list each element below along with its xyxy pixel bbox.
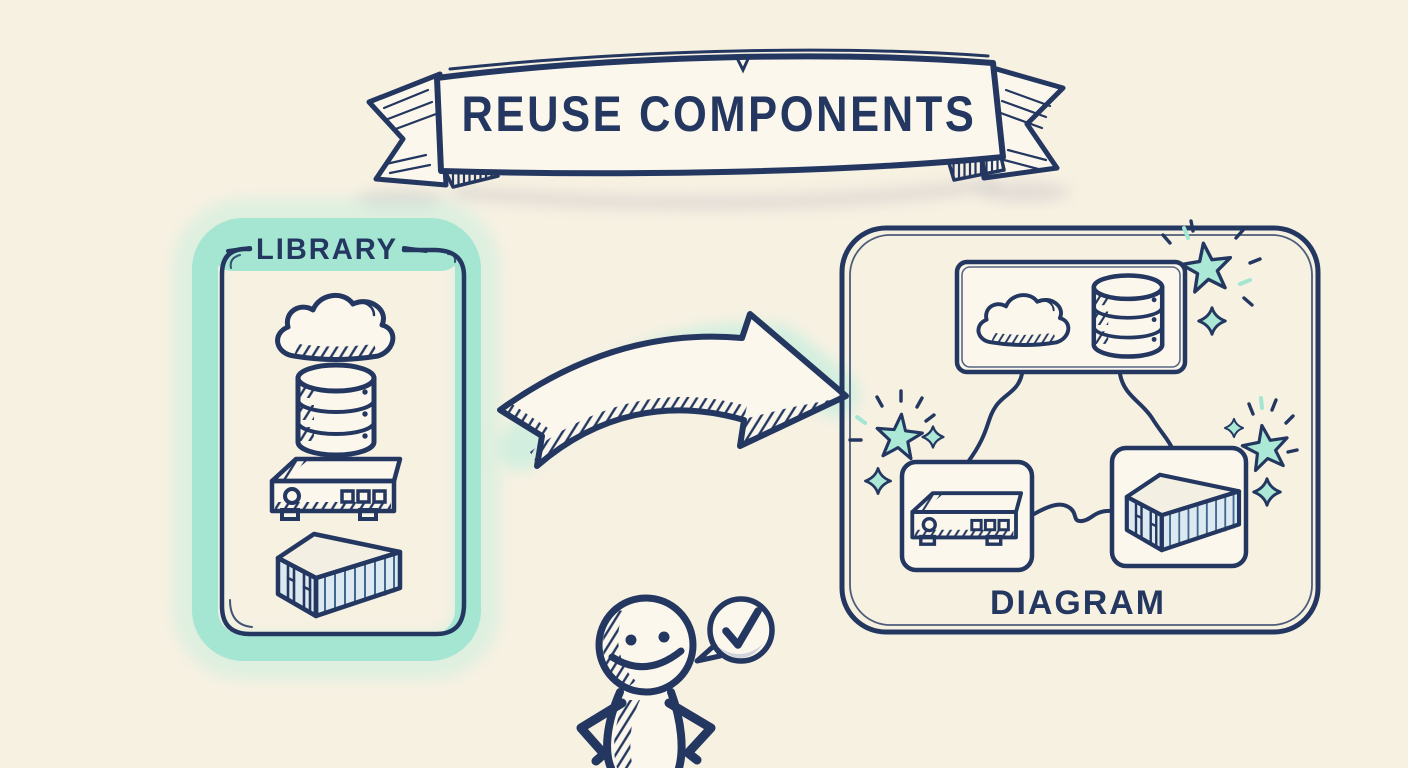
diagram-border-sketch bbox=[849, 234, 1313, 626]
node-border-sketch bbox=[961, 266, 1181, 368]
library-title-dash-left bbox=[226, 246, 252, 253]
connector-top-to-container bbox=[1118, 372, 1175, 452]
mascot-arm-right bbox=[664, 698, 716, 765]
arrow-hatch-head bbox=[740, 398, 840, 445]
server-icon bbox=[910, 491, 1024, 547]
sparkle-rays-teal bbox=[855, 415, 867, 425]
ribbon-tick bbox=[736, 57, 750, 74]
bubble-circle bbox=[707, 596, 775, 664]
library-border-sketch bbox=[229, 253, 457, 628]
mascot-body-hatching bbox=[614, 700, 640, 768]
ribbon-panel bbox=[434, 53, 1006, 177]
connector-server-to-container bbox=[1032, 502, 1114, 524]
mascot-eye-left bbox=[625, 634, 637, 646]
sparkle-rays-teal bbox=[1182, 226, 1252, 286]
diagram-panel: DIAGRAM bbox=[839, 219, 1321, 635]
mascot-smile bbox=[608, 647, 685, 671]
diagram-title: DIAGRAM bbox=[990, 584, 1166, 622]
library-title-dash-right bbox=[402, 246, 428, 253]
library-highlight-topband bbox=[212, 227, 461, 271]
arrow-hatch-tail bbox=[501, 404, 548, 437]
ribbon-tail-left-hatching bbox=[382, 88, 438, 175]
ribbon-tail-right-hatching bbox=[996, 88, 1052, 172]
mascot-eye-right bbox=[658, 631, 670, 643]
database-icon bbox=[1094, 276, 1162, 357]
node-cloud-database bbox=[954, 259, 1188, 375]
banner-tail-shadow-right bbox=[980, 182, 1070, 202]
ribbon-topline bbox=[448, 48, 990, 71]
sparkle-rays-teal bbox=[1259, 396, 1264, 410]
diagram-border bbox=[839, 225, 1321, 635]
bubble-inner-shadow bbox=[717, 644, 763, 659]
sparkle-rays bbox=[1161, 219, 1262, 307]
arrow-hatch-band bbox=[530, 396, 747, 464]
library-title: LIBRARY bbox=[256, 233, 398, 266]
server-icon bbox=[272, 459, 400, 519]
mascot-head-hatching bbox=[603, 610, 636, 690]
sparkle-cluster-top-right bbox=[1161, 219, 1262, 336]
sparkle-rays bbox=[1247, 398, 1299, 454]
sparkle-cluster-right bbox=[1223, 396, 1299, 507]
library-panel: LIBRARY bbox=[173, 199, 500, 679]
sparkle-rays bbox=[848, 389, 936, 442]
mascot-arm-left bbox=[576, 698, 627, 766]
mascot-stick-figure bbox=[576, 594, 775, 768]
node-server bbox=[899, 459, 1035, 573]
checkmark-icon bbox=[722, 607, 762, 649]
reuse-arrow bbox=[497, 311, 859, 471]
mascot-body-right-line bbox=[667, 688, 686, 768]
mascot-body-left-line bbox=[603, 688, 624, 768]
connector-top-to-server bbox=[966, 372, 1024, 464]
speech-bubble bbox=[694, 596, 775, 664]
database-icon bbox=[298, 365, 374, 455]
library-border bbox=[219, 246, 467, 637]
sparkle-cluster-left bbox=[848, 389, 945, 495]
node-container bbox=[1109, 445, 1249, 569]
banner-title: REUSE COMPONENTS bbox=[462, 86, 977, 142]
banner-shadow bbox=[452, 178, 998, 210]
